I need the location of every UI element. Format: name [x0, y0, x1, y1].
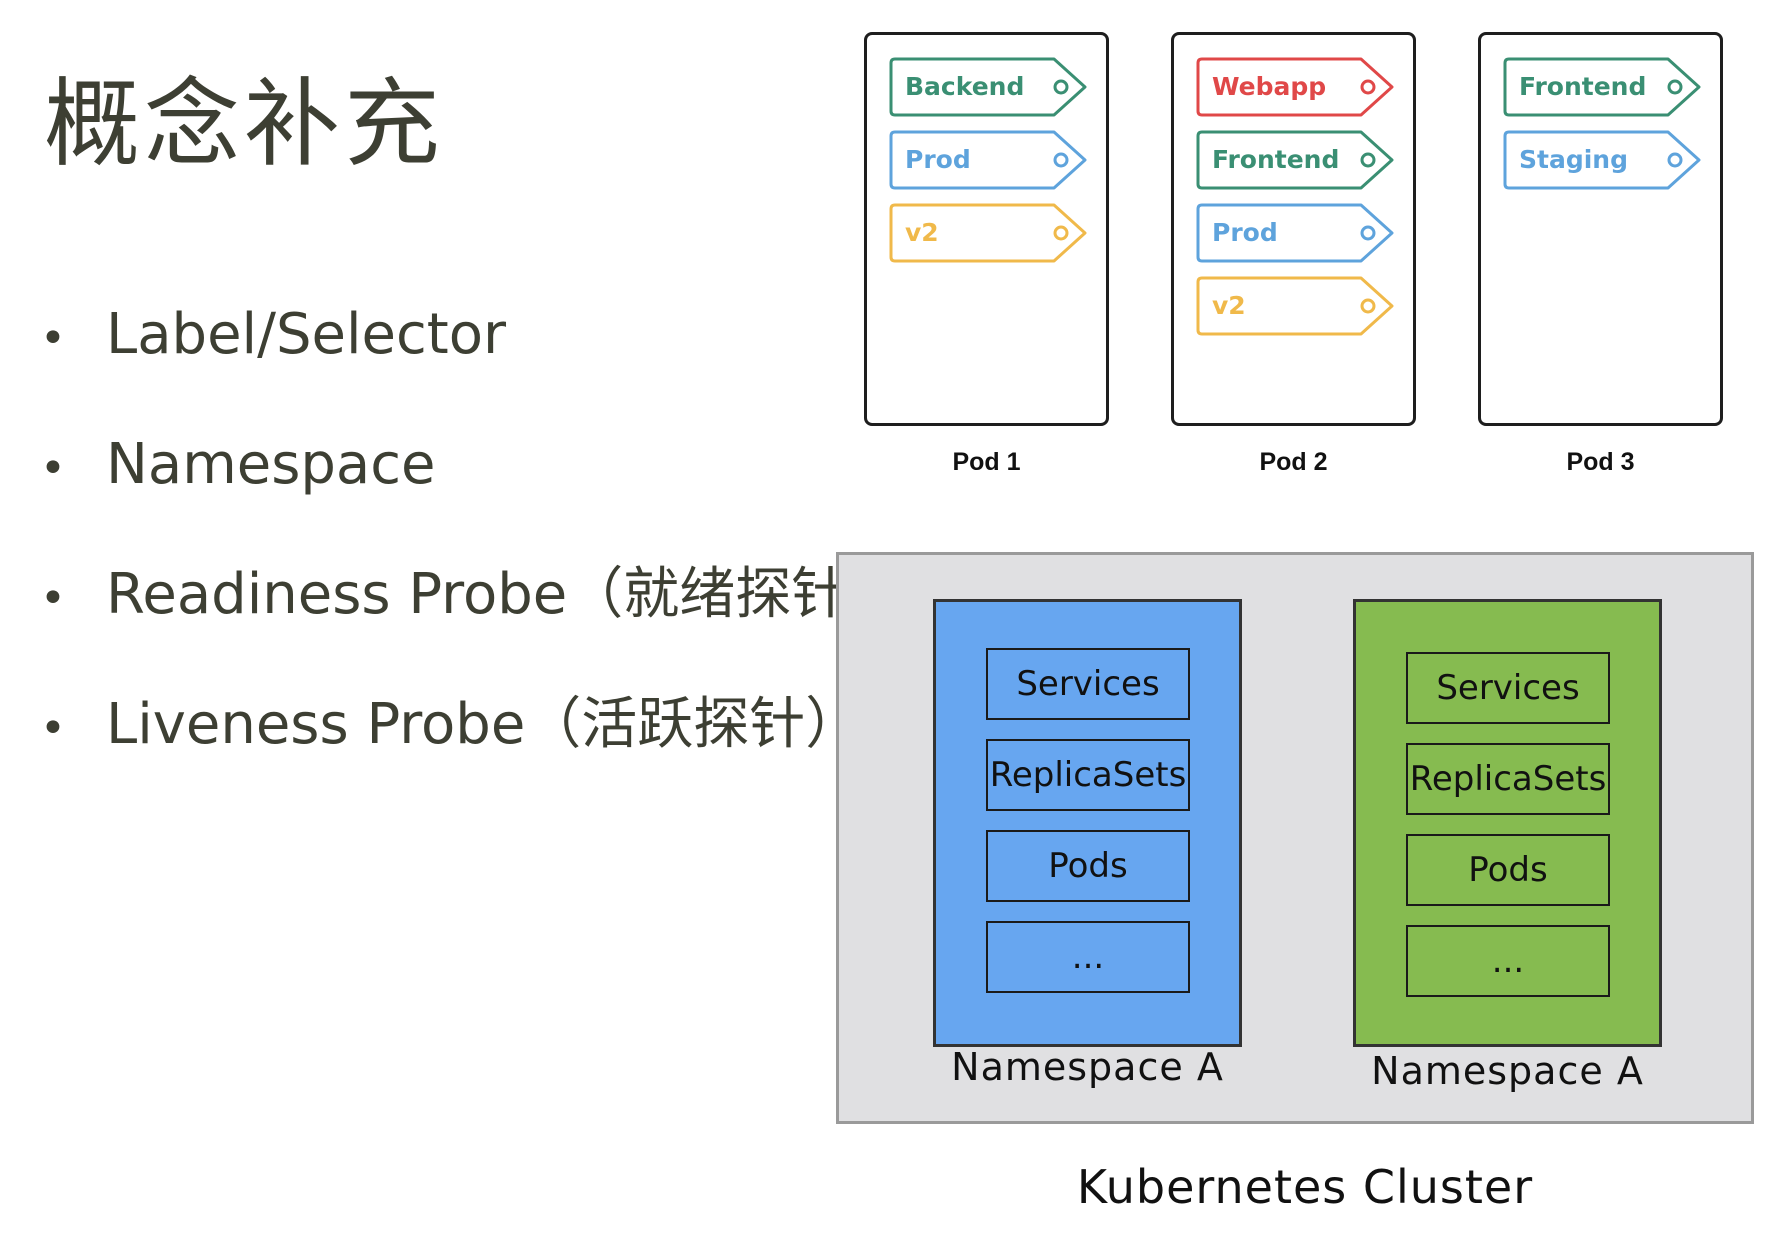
resource-box: Services [1406, 652, 1610, 724]
label-tag: Staging [1503, 130, 1703, 190]
resource-box: ReplicaSets [986, 739, 1190, 811]
tag-shape-icon [889, 203, 1087, 263]
resource-box: ... [1406, 925, 1610, 997]
bullet-dot: • [40, 703, 66, 754]
kubernetes-cluster: Services ReplicaSets Pods ... Namespace … [836, 552, 1754, 1124]
label-tag: Prod [1196, 203, 1396, 263]
bullet-dot: • [40, 573, 66, 624]
label-tag: v2 [1196, 276, 1396, 336]
label-text: Prod [1212, 218, 1278, 247]
tag-shape-icon [1196, 203, 1394, 263]
bullet-item: • Label/Selector [40, 300, 506, 370]
bullet-text: Readiness Probe（就绪探针） [106, 562, 904, 627]
bullet-text: Namespace [106, 432, 436, 497]
namespace-label: Namespace A [951, 1045, 1224, 1089]
bullet-dot: • [40, 313, 66, 364]
label-tag: Frontend [1196, 130, 1396, 190]
label-tag: Webapp [1196, 57, 1396, 117]
resource-box: ReplicaSets [1406, 743, 1610, 815]
resource-box: Pods [986, 830, 1190, 902]
bullet-dot: • [40, 443, 66, 494]
label-tag: Prod [889, 130, 1089, 190]
resource-box: Pods [1406, 834, 1610, 906]
tag-shape-icon [1196, 130, 1394, 190]
tag-shape-icon [1196, 57, 1394, 117]
resource-box: Services [986, 648, 1190, 720]
tag-shape-icon [1503, 57, 1701, 117]
pod-name: Pod 2 [1259, 448, 1328, 476]
slide-title: 概念补充 [44, 68, 444, 180]
pod-name: Pod 3 [1566, 448, 1635, 476]
bullet-item: • Liveness Probe（活跃探针） [40, 690, 861, 760]
label-tag: Frontend [1503, 57, 1703, 117]
resource-box: ... [986, 921, 1190, 993]
label-text: v2 [905, 218, 939, 247]
label-text: Frontend [1519, 72, 1647, 101]
bullet-item: • Namespace [40, 430, 436, 500]
tag-shape-icon [1503, 130, 1701, 190]
namespace-label: Namespace A [1371, 1049, 1644, 1093]
namespace-box: Services ReplicaSets Pods ... [1353, 599, 1662, 1047]
tag-shape-icon [1196, 276, 1394, 336]
namespace-box: Services ReplicaSets Pods ... [933, 599, 1242, 1047]
label-tag: v2 [889, 203, 1089, 263]
label-text: Webapp [1212, 72, 1327, 101]
label-text: Frontend [1212, 145, 1340, 174]
tag-shape-icon [889, 57, 1087, 117]
label-text: Prod [905, 145, 971, 174]
label-text: Backend [905, 72, 1025, 101]
label-text: Staging [1519, 145, 1628, 174]
bullet-text: Label/Selector [106, 302, 506, 367]
label-text: v2 [1212, 291, 1246, 320]
bullet-item: • Readiness Probe（就绪探针） [40, 560, 903, 630]
label-tag: Backend [889, 57, 1089, 117]
tag-shape-icon [889, 130, 1087, 190]
bullet-text: Liveness Probe（活跃探针） [106, 692, 862, 757]
cluster-label: Kubernetes Cluster [1076, 1160, 1534, 1214]
pod-name: Pod 1 [952, 448, 1021, 476]
